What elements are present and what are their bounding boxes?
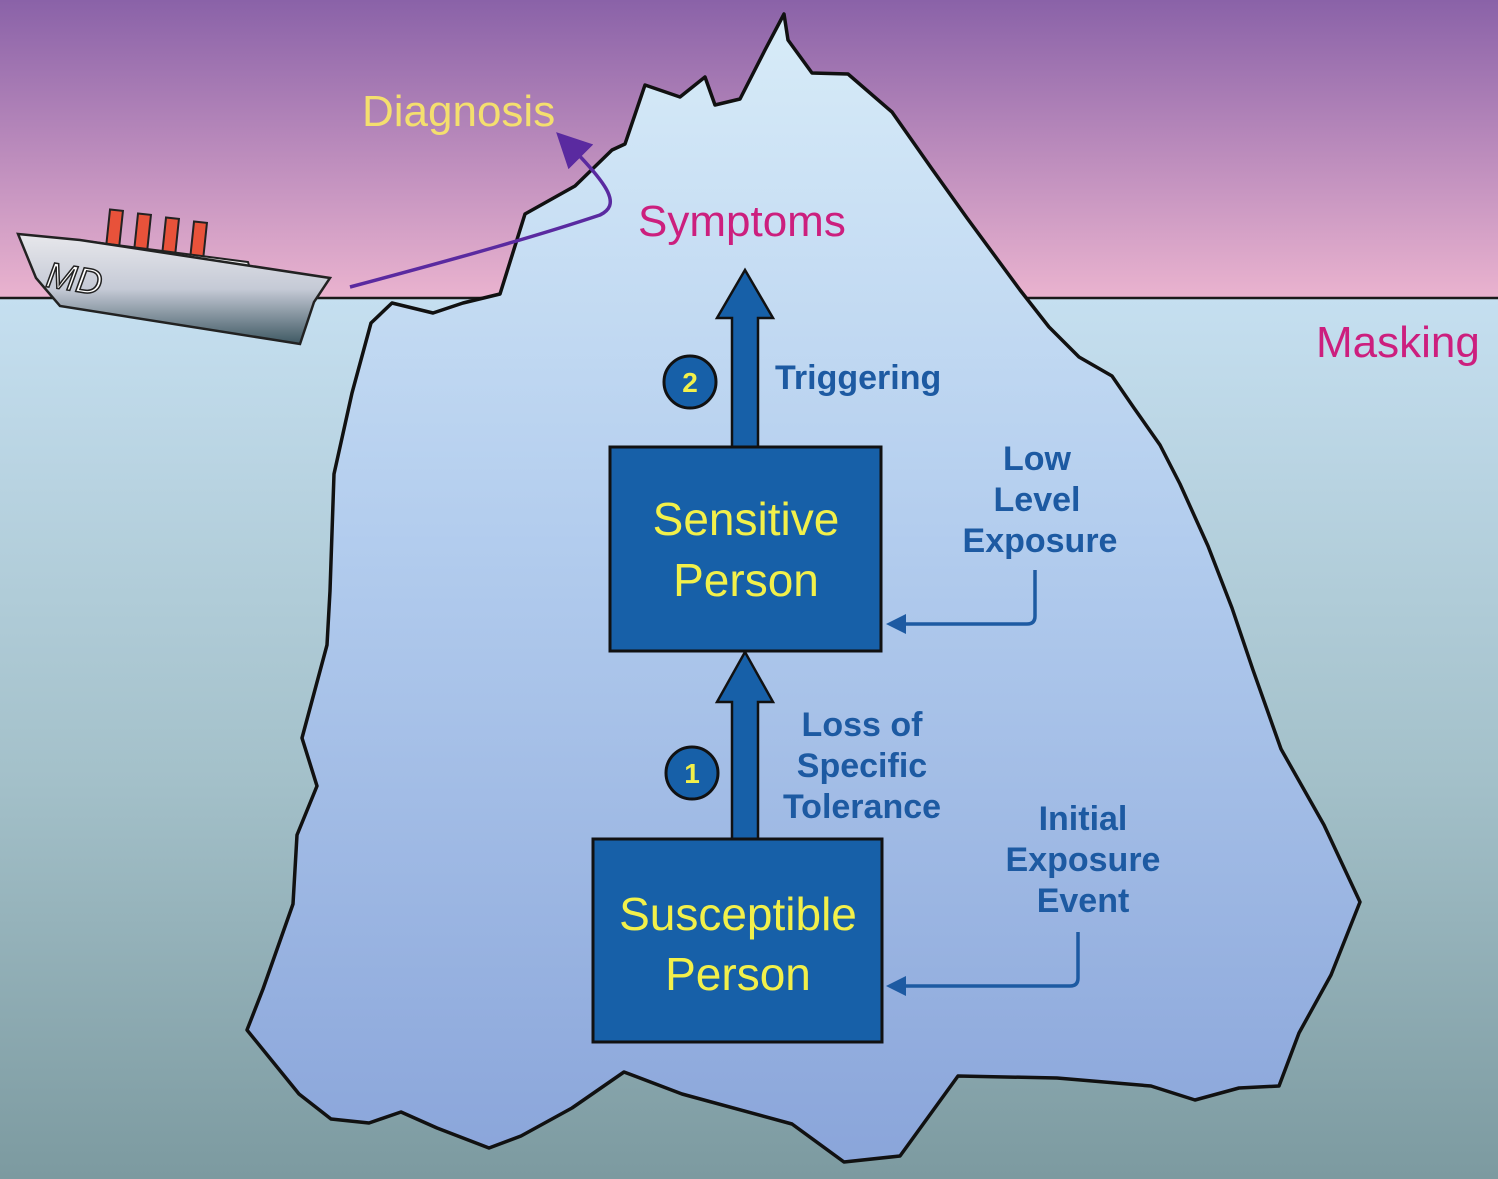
sensitive-line1: Sensitive [653, 493, 840, 545]
low-level-line3: Exposure [963, 522, 1118, 560]
step-2-number: 2 [682, 367, 698, 398]
loss-line3: Tolerance [783, 788, 941, 826]
triggering-label: Triggering [775, 359, 941, 397]
susceptible-line2: Person [665, 948, 811, 1000]
loss-line1: Loss of [802, 706, 924, 744]
symptoms-label: Symptoms [638, 197, 846, 246]
step-1-number: 1 [684, 758, 700, 789]
initial-line2: Exposure [1006, 841, 1161, 879]
initial-line1: Initial [1039, 800, 1128, 838]
sensitive-person-box [610, 447, 881, 651]
masking-label: Masking [1316, 318, 1480, 367]
low-level-line2: Level [994, 481, 1081, 519]
ship-label: MD [44, 254, 106, 303]
diagnosis-label: Diagnosis [362, 87, 555, 136]
loss-line2: Specific [797, 747, 927, 785]
low-level-line1: Low [1003, 440, 1072, 478]
susceptible-line1: Susceptible [619, 888, 857, 940]
sensitive-line2: Person [673, 554, 819, 606]
funnel-1 [106, 209, 123, 248]
initial-line3: Event [1037, 882, 1130, 920]
susceptible-person-box [593, 839, 882, 1042]
